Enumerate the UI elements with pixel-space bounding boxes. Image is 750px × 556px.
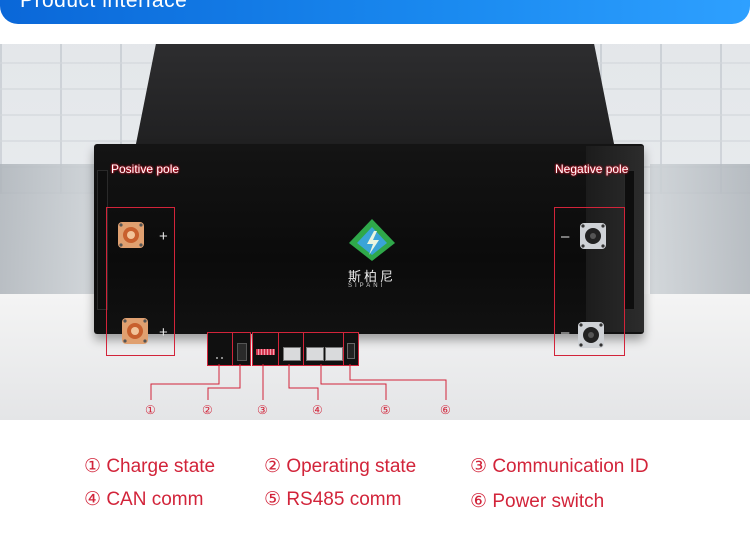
- legend-num: ⑤: [264, 489, 282, 510]
- minus-sign-top: –: [561, 228, 570, 245]
- legend-item-can-comm: ④ CAN comm: [84, 488, 203, 511]
- callout-1: ①: [145, 403, 156, 417]
- legend-item-operating-state: ② Operating state: [264, 455, 416, 478]
- sipani-logo-icon: [349, 219, 395, 261]
- can-comm-port[interactable]: [278, 332, 306, 366]
- plus-sign-top: +: [159, 228, 168, 245]
- legend-text: Communication ID: [492, 456, 649, 477]
- rs485-comm-ports[interactable]: [303, 332, 345, 366]
- server-rack-left: [0, 164, 100, 294]
- communication-id-dip-switch: [252, 332, 280, 366]
- positive-pole-label: Positive pole: [111, 162, 180, 176]
- legend-text: Operating state: [286, 456, 417, 477]
- minus-sign-bottom: –: [561, 324, 570, 341]
- legend-item-power-switch: ⑥ Power switch: [470, 490, 604, 513]
- callout-6: ⑥: [440, 403, 451, 417]
- legend-num: ④: [84, 489, 102, 510]
- legend-text: RS485 comm: [286, 489, 402, 510]
- legend-num: ③: [470, 456, 488, 477]
- legend-item-rs485-comm: ⑤ RS485 comm: [264, 488, 401, 511]
- legend-item-charge-state: ① Charge state: [84, 455, 215, 478]
- positive-terminal-bottom: [122, 318, 148, 344]
- negative-pole-label: Negative pole: [555, 162, 629, 176]
- callout-3: ③: [257, 403, 268, 417]
- plus-sign-bottom: +: [159, 324, 168, 341]
- handle-left: [97, 170, 108, 310]
- negative-terminal-top: [580, 223, 606, 249]
- legend-num: ⑥: [470, 491, 488, 512]
- legend-text: CAN comm: [106, 489, 204, 510]
- logo-text-en: SIPANI: [348, 283, 386, 289]
- operating-state-indicator: [232, 332, 251, 366]
- product-photo: [0, 44, 750, 420]
- callout-2: ②: [202, 403, 213, 417]
- negative-terminal-bottom: [578, 322, 604, 348]
- server-rack-right: [650, 164, 750, 294]
- positive-pole-box: [106, 207, 175, 356]
- legend-text: Charge state: [106, 456, 216, 477]
- legend-num: ②: [264, 456, 282, 477]
- charge-state-indicator: [207, 332, 233, 366]
- positive-terminal-top: [118, 222, 144, 248]
- header-bar: Product interface: [0, 0, 750, 24]
- legend-item-communication-id: ③ Communication ID: [470, 455, 649, 478]
- logo-text-cn: 斯柏尼: [348, 269, 397, 284]
- handle-right: [624, 170, 635, 310]
- header-title: Product interface: [20, 0, 188, 12]
- legend-num: ①: [84, 456, 102, 477]
- power-switch[interactable]: [343, 332, 359, 366]
- callout-5: ⑤: [380, 403, 391, 417]
- callout-4: ④: [312, 403, 323, 417]
- negative-pole-box: [554, 207, 625, 356]
- legend-text: Power switch: [492, 491, 605, 512]
